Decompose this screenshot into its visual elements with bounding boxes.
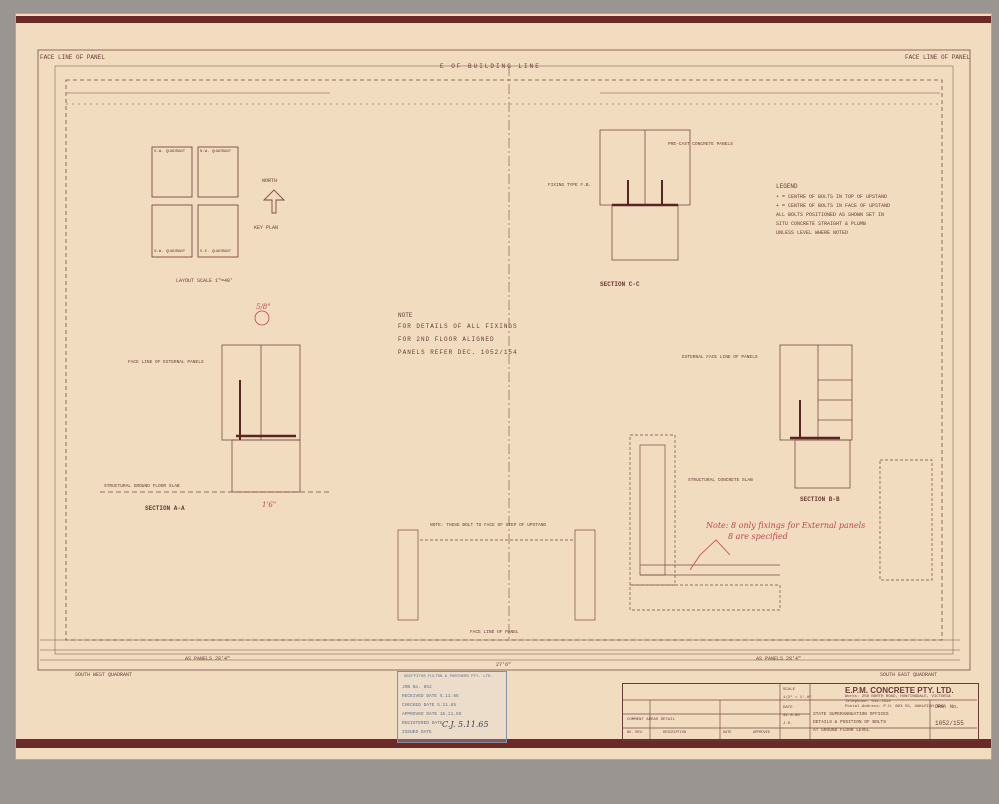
- legend-line-4: SITU CONCRETE STRAIGHT & PLUMB: [776, 221, 867, 227]
- drawn-by: J.D.: [783, 722, 793, 726]
- fixing-type-callout: FIXING TYPE F.B.: [548, 183, 592, 188]
- column-header-3: DATE: [723, 731, 732, 735]
- column-header-1: NO. REV.: [627, 731, 644, 735]
- note-line-1: FOR DETAILS OF ALL FIXINGS: [398, 323, 518, 330]
- bottom-dim-left: AS PANELS 28'4": [185, 656, 231, 662]
- revision-row: COMMENT AREAS DETAIL: [627, 718, 676, 722]
- stamp-row-3: CHECKED DATE 5.11.65: [402, 703, 457, 708]
- project-line-2: DETAILS & POSITION OF BOLTS: [813, 720, 886, 725]
- lower-bay-plan: [397, 434, 933, 621]
- border-frame: [37, 49, 971, 671]
- south-west-quadrant-label: SOUTH WEST QUADRANT: [75, 672, 133, 678]
- quadrant-label-2: N.W. QUADRANT: [200, 150, 232, 154]
- column-header-4: APPROVED: [753, 731, 770, 735]
- section-bb-label: SECTION B-B: [800, 496, 840, 503]
- face-line-right-label: FACE LINE OF PANEL: [905, 54, 970, 61]
- scale-value: 1/2" = 1'-0": [783, 696, 812, 700]
- bottom-dimension-string: [40, 639, 960, 661]
- note-line-3: PANELS REFER DEC. 1052/154: [398, 349, 518, 356]
- handwritten-mark-b: 1'6": [262, 501, 277, 509]
- stamp-row-4: APPROVED DATE 15.11.65: [402, 712, 462, 717]
- top-border-band: [16, 16, 991, 23]
- precast-panel-callout: PRE-CAST CONCRETE PANELS: [668, 142, 733, 147]
- stamp-row-5: REGISTERED DATE: [402, 721, 443, 726]
- stamp-heading: GRIFFITHS FULTON & PARTNERS PTY. LTD.: [404, 675, 493, 679]
- company-address-3: Postal Address: P.O. BOX 55, OAKLEIGH 31…: [845, 705, 946, 709]
- quadrant-label-4: S.E. QUADRANT: [200, 250, 232, 254]
- project-line-1: STATE SUPERANNUATION OFFICES: [813, 712, 889, 717]
- key-plan: [151, 146, 286, 258]
- date-label: DATE: [783, 706, 793, 710]
- technical-drawing: [37, 49, 977, 739]
- structural-slab-callout: STRUCTURAL GROUND FLOOR SLAB: [104, 484, 180, 489]
- layout-scale-label: LAYOUT SCALE 1"=40': [176, 278, 234, 284]
- stamp-row-1: JOB No. 852: [402, 685, 432, 690]
- section-cc-label: SECTION C-C: [600, 281, 640, 288]
- handwritten-mark-a: 5/8": [256, 303, 271, 311]
- quadrant-label-3: S.W. QUADRANT: [154, 250, 186, 254]
- top-dimension-string: [66, 92, 940, 105]
- column-header-2: DESCRIPTION: [663, 731, 687, 735]
- stamp-row-6: ISSUED DATE: [402, 730, 432, 735]
- south-east-quadrant-label: SOUTH EAST QUADRANT: [880, 672, 938, 678]
- legend-line-3: ALL BOLTS POSITIONED AS SHOWN SET IN: [776, 212, 885, 218]
- legend-line-5: UNLESS LEVEL WHERE NOTED: [776, 230, 849, 236]
- note-line-2: FOR 2ND FLOOR ALIGNED: [398, 336, 495, 343]
- note-title: NOTE: [398, 312, 413, 319]
- bottom-border-band: [16, 739, 991, 748]
- stamp-signature: C.J. 5.11.65: [442, 720, 489, 729]
- structural-slab-b-callout: STRUCTURAL CONCRETE SLAB: [688, 478, 753, 483]
- drawing-sheet: [16, 14, 991, 759]
- external-face-callout: EXTERNAL FACE LINE OF PANELS: [682, 355, 758, 360]
- stamp-row-2: RECEIVED DATE 5.11.65: [402, 694, 459, 699]
- section-cc-detail: [599, 129, 691, 261]
- quadrant-label-1: S.W. QUADRANT: [154, 150, 186, 154]
- panel-outline: [65, 79, 943, 641]
- bottom-dim-mid: 27'6": [496, 662, 512, 668]
- background-surface: [0, 760, 999, 804]
- title-block: E.P.M. CONCRETE PTY. LTD. Works: 258 NOR…: [622, 683, 979, 741]
- approval-stamp: GRIFFITHS FULTON & PARTNERS PTY. LTD. JO…: [397, 671, 507, 743]
- company-address-2: Telephone: 544-7814: [845, 700, 891, 704]
- handwritten-note-line-1: Note: 8 only fixings for External panels: [706, 521, 866, 530]
- legend-title: LEGEND: [776, 183, 798, 190]
- legend-line-2: + = CENTRE OF BOLTS IN FACE OF UPSTAND: [776, 203, 891, 209]
- building-line-label: E OF BUILDING LINE: [440, 63, 541, 70]
- face-line-external-callout: FACE LINE OF EXTERNAL PANELS: [128, 360, 204, 365]
- north-label: NORTH: [262, 178, 278, 184]
- face-line-panel-bottom-callout: FACE LINE OF PANEL: [470, 630, 519, 635]
- project-line-3: AT GROUND FLOOR LEVEL: [813, 728, 870, 733]
- section-bb-detail: [779, 344, 853, 489]
- bottom-dim-right: AS PANELS 28'4": [756, 656, 802, 662]
- title-block-grid: [622, 683, 977, 739]
- section-aa-detail: [100, 310, 330, 493]
- handwritten-note-line-2: 8 are specified: [728, 532, 788, 541]
- drawing-number-label: DRG. No.: [935, 704, 960, 710]
- key-plan-label: KEY PLAN: [254, 225, 279, 231]
- face-line-left-label: FACE LINE OF PANEL: [40, 54, 105, 61]
- scale-label: SCALE: [783, 688, 796, 692]
- legend-line-1: • = CENTRE OF BOLTS IN TOP OF UPSTAND: [776, 194, 888, 200]
- bolt-note-callout: NOTE: THESE BOLT TO FACE OF STEP OF UPST…: [430, 523, 547, 528]
- date-value: 31.8.65: [783, 714, 800, 718]
- company-name: E.P.M. CONCRETE PTY. LTD.: [845, 686, 954, 695]
- company-address-1: Works: 258 NORTH ROAD, HUNTINGDALE, VICT…: [845, 695, 951, 699]
- section-aa-label: SECTION A-A: [145, 505, 185, 512]
- drawing-number: 1052/155: [935, 720, 964, 727]
